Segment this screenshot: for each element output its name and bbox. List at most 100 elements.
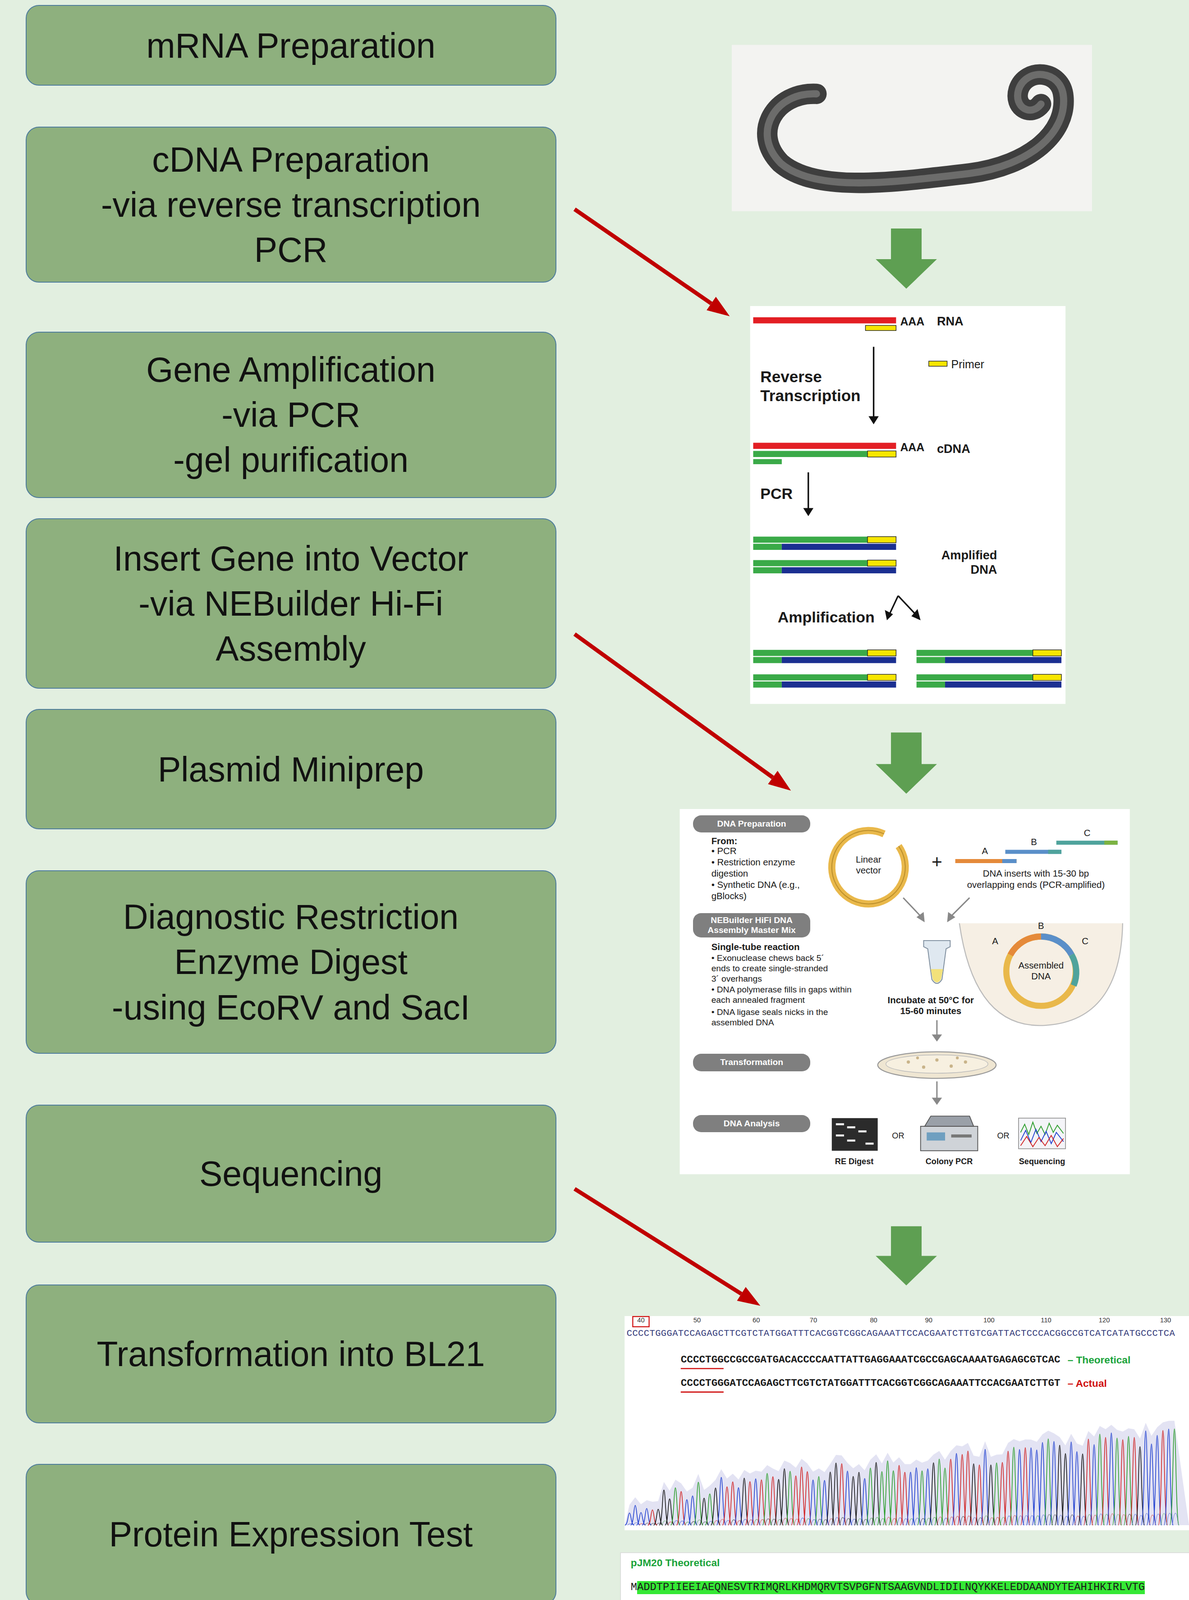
figure-panel: AAARNAPrimerReverse TranscriptionAAAcDNA… bbox=[750, 306, 1066, 705]
step-pill: DNA Analysis bbox=[693, 1115, 811, 1133]
illustration-part bbox=[752, 543, 782, 551]
cdna-strand bbox=[752, 450, 868, 458]
illustration-part bbox=[752, 537, 868, 544]
trace-peak bbox=[699, 1498, 709, 1526]
block-arrow bbox=[875, 1226, 937, 1286]
step-label: Insert Gene into Vector bbox=[113, 536, 469, 582]
pointer-arrow bbox=[574, 209, 730, 317]
arrow-head bbox=[911, 609, 921, 621]
process-box: Transformation into BL21 bbox=[25, 1285, 557, 1424]
illustration-part bbox=[831, 1118, 878, 1152]
chromatogram bbox=[624, 1421, 1189, 1526]
arrow-head bbox=[737, 1287, 761, 1307]
figure-label: Linear vector bbox=[848, 854, 890, 877]
arrow-head bbox=[916, 912, 925, 923]
photo-panel bbox=[731, 45, 1093, 212]
highlight-underline bbox=[680, 1391, 724, 1394]
figure-label: OR bbox=[992, 1131, 1014, 1142]
figure-label: Amplified DNA bbox=[933, 548, 997, 578]
illustration-part bbox=[916, 674, 1033, 681]
illustration-part bbox=[1032, 674, 1062, 681]
primer-key bbox=[928, 361, 948, 367]
illustration-part bbox=[867, 674, 896, 681]
illustration-part bbox=[920, 1126, 978, 1152]
illustration-part bbox=[752, 567, 782, 574]
pill-label: DNA Preparation bbox=[717, 819, 787, 830]
trace-peak bbox=[791, 1476, 801, 1526]
step-label: -via PCR bbox=[221, 392, 361, 438]
figure-label: • Synthetic DNA (e.g., gBlocks) bbox=[711, 879, 806, 902]
trace-peak bbox=[865, 1468, 875, 1526]
sequencing-icon bbox=[1018, 1118, 1066, 1150]
arrow-head bbox=[931, 1034, 943, 1043]
trace-peak bbox=[1078, 1454, 1088, 1526]
step-pill: NEBuilder HiFi DNA Assembly Master Mix bbox=[693, 913, 811, 938]
figure-label: • DNA ligase seals nicks in the assemble… bbox=[711, 1007, 832, 1029]
trace-peak bbox=[974, 1465, 984, 1526]
figure-label: 50 bbox=[686, 1317, 707, 1326]
trace-peak bbox=[928, 1463, 938, 1526]
figure-label: RE Digest bbox=[828, 1157, 880, 1168]
step-label: -using EcoRV and SacI bbox=[111, 985, 470, 1031]
trace-peak bbox=[711, 1488, 721, 1526]
step-pill: DNA Preparation bbox=[693, 815, 811, 833]
figure-label: • DNA polymerase fills in gaps within ea… bbox=[711, 984, 860, 1006]
step-arrow bbox=[872, 347, 875, 418]
process-box: Gene Amplification-via PCR-gel purificat… bbox=[25, 331, 557, 499]
illustration-part bbox=[867, 560, 896, 567]
arrow-line bbox=[574, 1189, 742, 1295]
arrow-line bbox=[574, 209, 712, 304]
process-box: Plasmid Miniprep bbox=[25, 709, 557, 830]
pill-label: DNA Analysis bbox=[723, 1119, 781, 1130]
illustration-part bbox=[906, 1060, 910, 1065]
figure-label: AAA bbox=[899, 315, 925, 329]
step-arrow bbox=[951, 898, 970, 917]
illustration-part bbox=[935, 1058, 939, 1062]
pill-label: NEBuilder HiFi DNA Assembly Master Mix bbox=[697, 915, 807, 936]
figure-label: Incubate at 50°C for 15-60 minutes bbox=[879, 995, 982, 1018]
primer bbox=[752, 459, 782, 465]
figure-label: DNA inserts with 15-30 bp overlapping en… bbox=[964, 868, 1108, 891]
petri-dish bbox=[877, 1052, 997, 1079]
arrow-line bbox=[574, 634, 773, 778]
insert-b bbox=[1005, 850, 1062, 855]
illustration-part bbox=[835, 1134, 845, 1138]
flow-arrow bbox=[875, 228, 937, 290]
step-label: Diagnostic Restriction Enzyme Digest bbox=[76, 894, 506, 985]
trace-peak bbox=[848, 1477, 858, 1526]
chromatogram-shade bbox=[624, 1421, 1189, 1526]
trace-peak bbox=[682, 1500, 692, 1526]
rna-strand bbox=[752, 317, 896, 324]
figure-label: Single-tube reaction bbox=[711, 941, 800, 953]
trace-peak bbox=[997, 1463, 1007, 1526]
illustration-part bbox=[865, 1143, 874, 1146]
figure-label: • Exonuclease chews back 5´ ends to crea… bbox=[711, 953, 832, 985]
step-pill: Transformation bbox=[693, 1054, 811, 1072]
illustration-part bbox=[945, 681, 1062, 689]
illustration-part bbox=[1020, 1135, 1064, 1148]
illustration-part bbox=[926, 1133, 946, 1142]
figure-label: – Actual bbox=[1067, 1377, 1107, 1391]
illustration-part bbox=[945, 657, 1062, 664]
step-arrow bbox=[890, 596, 899, 614]
trace-peak bbox=[774, 1479, 784, 1526]
illustration-part bbox=[916, 1056, 919, 1060]
figure-label: + bbox=[928, 851, 946, 874]
step-label: cDNA Preparation bbox=[151, 137, 430, 183]
illustration-part bbox=[949, 1065, 953, 1069]
illustration-part bbox=[847, 1126, 856, 1130]
trace-peak bbox=[877, 1472, 887, 1526]
trace-peak bbox=[945, 1459, 955, 1526]
arrow-head bbox=[767, 771, 791, 791]
illustration-part bbox=[1018, 1118, 1066, 1150]
step-arrow bbox=[936, 1081, 938, 1099]
illustration-part bbox=[951, 1134, 972, 1139]
zoom-well bbox=[959, 923, 1123, 1026]
figure-background bbox=[750, 306, 1066, 705]
step-label: mRNA Preparation bbox=[146, 22, 436, 69]
linear-vector bbox=[831, 830, 906, 905]
arrow-head bbox=[884, 610, 893, 621]
illustration-part bbox=[781, 543, 897, 551]
step-label: -gel purification bbox=[173, 437, 409, 483]
